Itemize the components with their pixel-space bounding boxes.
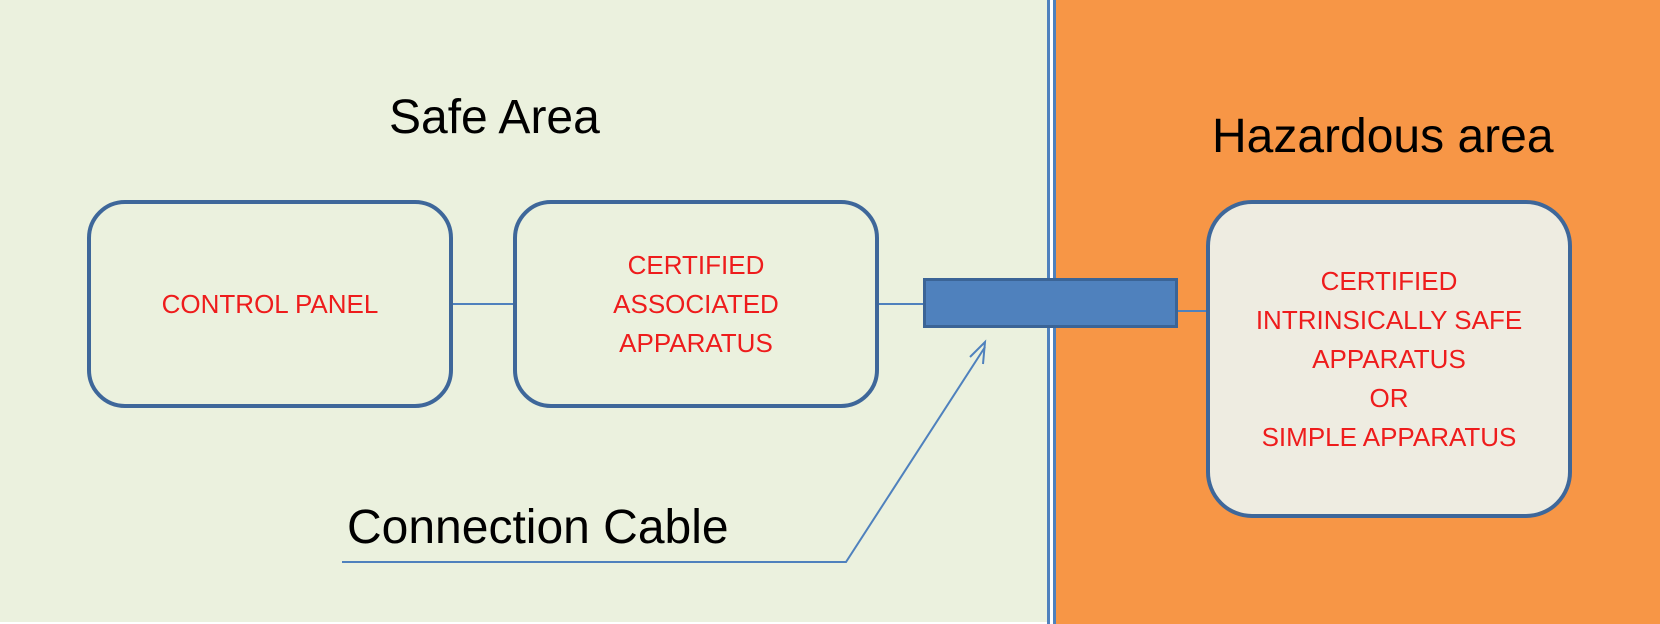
box-text-line: SIMPLE APPARATUS xyxy=(1261,421,1517,452)
box-text-line: CONTROL PANEL xyxy=(161,288,379,319)
box-text-line: CERTIFIED xyxy=(1320,265,1458,296)
box-text-line: CERTIFIED xyxy=(627,249,765,280)
box-text-line: INTRINSICALLY SAFE xyxy=(1255,304,1523,335)
box-text-line: APPARATUS xyxy=(1312,343,1466,374)
connection-cable-label: Connection Cable xyxy=(347,501,729,554)
hazardous-area-title: Hazardous area xyxy=(1212,110,1554,163)
box-text-line: OR xyxy=(1369,382,1409,413)
safe-area-title: Safe Area xyxy=(389,91,600,144)
associated-apparatus-box: CERTIFIED ASSOCIATED APPARATUS xyxy=(513,200,879,408)
box-text-line: APPARATUS xyxy=(619,327,773,358)
connection-cable-bar xyxy=(923,278,1178,328)
box-text-line: ASSOCIATED xyxy=(613,288,779,319)
intrinsically-safe-apparatus-box: CERTIFIED INTRINSICALLY SAFE APPARATUS O… xyxy=(1206,200,1572,518)
control-panel-box: CONTROL PANEL xyxy=(87,200,453,408)
